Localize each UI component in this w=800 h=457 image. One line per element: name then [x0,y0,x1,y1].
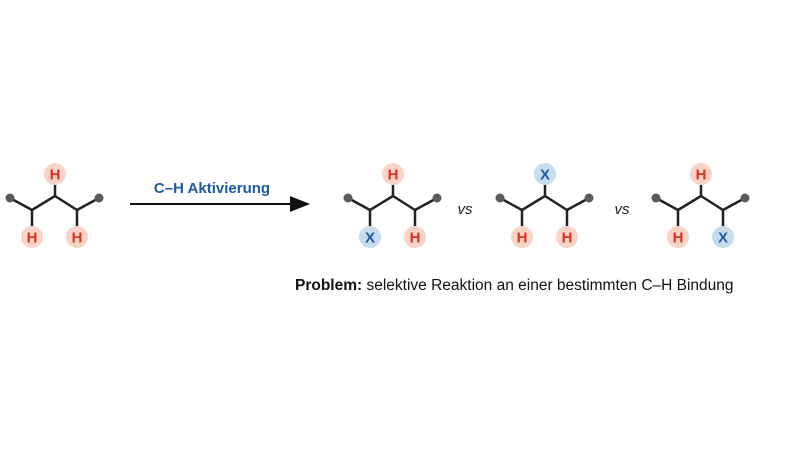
atom-label-top: X [540,167,550,184]
molecule-product-x-left: H X H [343,163,442,248]
atom-label-right: H [72,230,83,247]
molecule-product-x-top: X H H [495,163,594,248]
problem-text: selektive Reaktion an einer bestimmten C… [362,277,733,294]
atom-label-top: H [388,167,399,184]
carbon-chain [655,194,746,212]
atom-label-right: H [562,230,573,247]
atom-highlight-right [66,226,88,248]
methyl-end-dot [651,193,661,203]
atom-label-left: X [365,230,375,247]
carbon-chain [347,194,438,212]
atom-label-left: H [517,230,528,247]
methyl-end-dot [584,193,594,203]
atom-label-right: H [410,230,421,247]
atom-label-right: X [718,230,728,247]
atom-highlight-top [382,163,404,185]
carbon-chain [499,194,590,212]
atom-highlight-right [712,226,734,248]
molecule-product-x-right: H H X [651,163,750,248]
atom-label-top: H [50,167,61,184]
arrow-label: C–H Aktivierung [154,180,270,197]
atom-highlight-top [690,163,712,185]
vs-label-2: vs [615,201,631,218]
atom-highlight-right [556,226,578,248]
molecule-starting-material: H H H [5,163,104,248]
methyl-end-dot [432,193,442,203]
carbon-chain [9,194,100,212]
atom-label-left: H [27,230,38,247]
atom-highlight-top [534,163,556,185]
molecules: H H H H X H X H H H H X [5,163,750,248]
vs-label-1: vs [458,201,474,218]
methyl-end-dot [5,193,15,203]
atom-highlight-left [359,226,381,248]
methyl-end-dot [495,193,505,203]
methyl-end-dot [343,193,353,203]
methyl-end-dot [94,193,104,203]
atom-label-top: H [696,167,707,184]
atom-highlight-left [21,226,43,248]
atom-label-left: H [673,230,684,247]
problem-statement: Problem: selektive Reaktion an einer bes… [295,277,734,294]
atom-highlight-left [511,226,533,248]
problem-label: Problem: [295,277,362,294]
atom-highlight-top [44,163,66,185]
methyl-end-dot [740,193,750,203]
atom-highlight-right [404,226,426,248]
atom-highlight-left [667,226,689,248]
